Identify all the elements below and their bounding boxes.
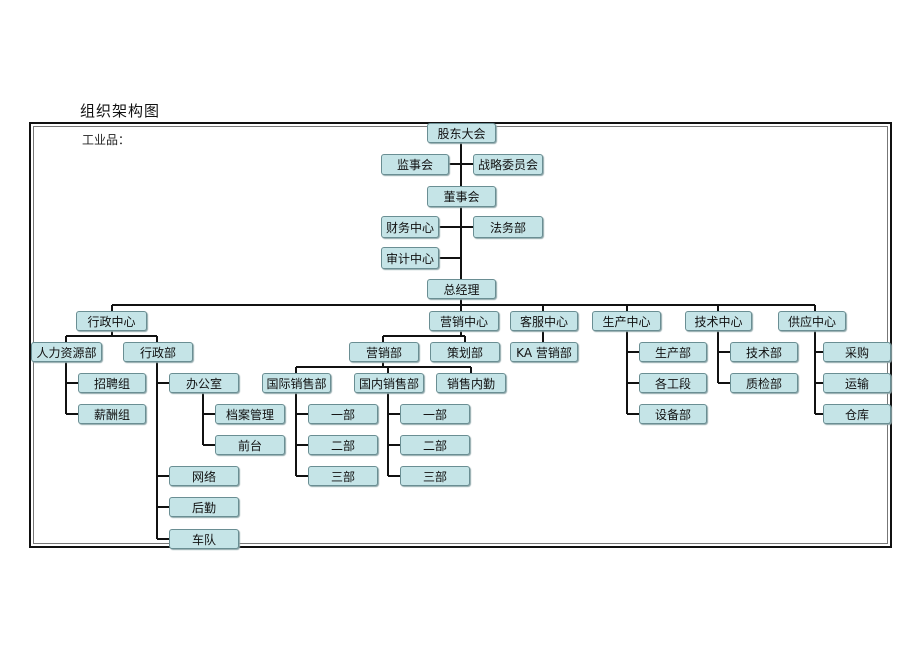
node-finance-center: 财务中心	[381, 216, 439, 238]
node-archives-management: 档案管理	[215, 404, 285, 424]
node-office: 办公室	[169, 373, 239, 393]
node-dom-division-2: 二部	[400, 435, 470, 455]
node-ka-marketing: KA 营销部	[510, 342, 578, 362]
node-intl-division-3: 三部	[308, 466, 378, 486]
node-technology-center: 技术中心	[685, 311, 752, 331]
node-customer-service-center: 客服中心	[510, 311, 578, 331]
node-domestic-sales: 国内销售部	[354, 373, 424, 393]
node-front-desk: 前台	[215, 435, 285, 455]
node-legal-dept: 法务部	[473, 216, 543, 238]
node-warehouse: 仓库	[823, 404, 891, 424]
chart-subtitle: 工业品：	[82, 133, 131, 147]
node-admin-dept: 行政部	[123, 342, 193, 362]
node-intl-division-2: 二部	[308, 435, 378, 455]
node-logistics: 后勤	[169, 497, 239, 517]
node-international-sales: 国际销售部	[262, 373, 331, 393]
node-shareholders-meeting: 股东大会	[427, 123, 496, 143]
node-recruitment-team: 招聘组	[78, 373, 146, 393]
node-board-of-directors: 董事会	[427, 186, 496, 207]
node-dom-division-3: 三部	[400, 466, 470, 486]
node-production-center: 生产中心	[592, 311, 661, 331]
node-production-dept: 生产部	[639, 342, 707, 362]
node-planning-dept: 策划部	[430, 342, 500, 362]
node-sales-dept: 营销部	[349, 342, 419, 362]
node-intl-division-1: 一部	[308, 404, 378, 424]
node-fleet: 车队	[169, 529, 239, 549]
node-equipment-dept: 设备部	[639, 404, 707, 424]
node-audit-center: 审计中心	[381, 247, 439, 269]
node-purchasing: 采购	[823, 342, 891, 362]
node-technical-dept: 技术部	[730, 342, 798, 362]
node-network: 网络	[169, 466, 239, 486]
node-transport: 运输	[823, 373, 891, 393]
node-compensation-team: 薪酬组	[78, 404, 146, 424]
node-supervisory-board: 监事会	[381, 154, 449, 175]
node-sales-internal: 销售内勤	[436, 373, 506, 393]
node-work-sections: 各工段	[639, 373, 707, 393]
node-admin-center: 行政中心	[76, 311, 147, 331]
chart-title: 组织架构图	[80, 102, 161, 120]
node-hr-dept: 人力资源部	[31, 342, 102, 362]
node-supply-center: 供应中心	[778, 311, 846, 331]
node-quality-inspection: 质检部	[730, 373, 798, 393]
node-general-manager: 总经理	[427, 279, 496, 299]
node-strategy-committee: 战略委员会	[473, 154, 543, 175]
node-marketing-center: 营销中心	[429, 311, 499, 331]
node-dom-division-1: 一部	[400, 404, 470, 424]
